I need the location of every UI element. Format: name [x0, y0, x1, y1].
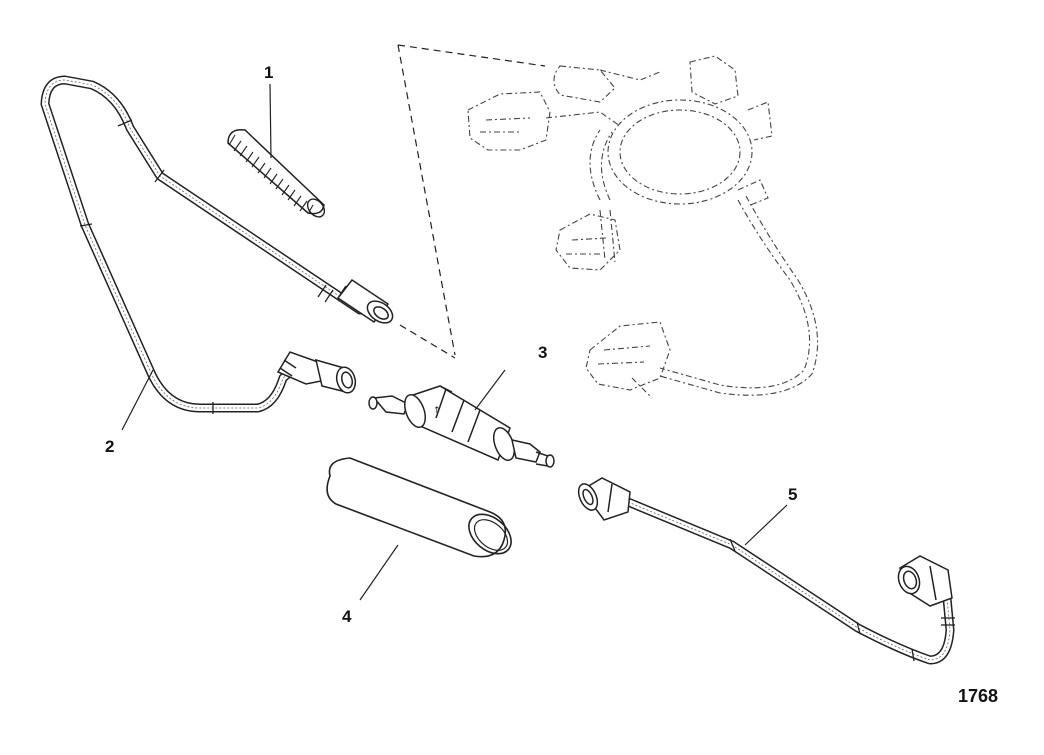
- callout-3: 3: [538, 343, 547, 362]
- engine-fuel-rail-phantom: [397, 44, 819, 399]
- part-1-corrugated-sleeve: [227, 83, 326, 218]
- callout-4: 4: [342, 607, 352, 626]
- figure-number: 1768: [958, 686, 998, 706]
- part-2-fuel-line: [40, 75, 394, 431]
- svg-text:↑: ↑: [433, 406, 441, 416]
- part-3-fuel-filter: ↑: [368, 369, 555, 468]
- part-5-outlet-fuel-line: [577, 477, 955, 665]
- part-4-filter-cover: [326, 457, 512, 601]
- callout-5: 5: [788, 485, 797, 504]
- callout-1: 1: [264, 63, 273, 82]
- callout-2: 2: [105, 437, 114, 456]
